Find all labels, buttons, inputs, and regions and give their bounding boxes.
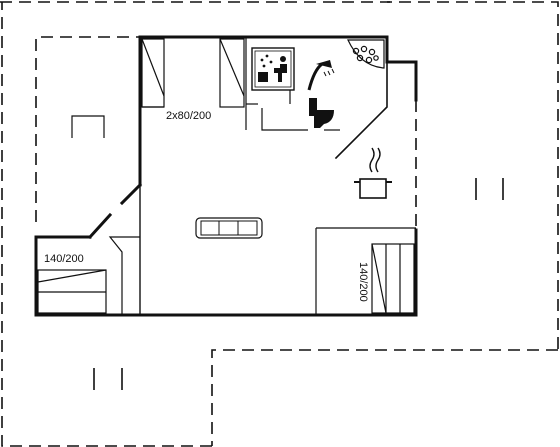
bed-left-label: 140/200 (44, 253, 84, 265)
bunk-bed-left (141, 38, 165, 108)
sauna-icon (251, 47, 295, 91)
cooking-pot-icon (354, 147, 392, 199)
outdoor-marks-right (475, 178, 504, 200)
bed-right-label: 140/200 (357, 262, 369, 302)
bed-right (371, 243, 415, 314)
shower-icon (307, 60, 335, 91)
sofa-icon (195, 217, 263, 239)
whirlpool-icon (347, 39, 385, 69)
bunk-bed-right (219, 38, 245, 108)
outdoor-marks-bottom (93, 368, 123, 390)
table (71, 115, 105, 138)
bed-left (37, 269, 107, 314)
toilet-icon (309, 98, 334, 128)
bunk-bed-label: 2x80/200 (166, 110, 211, 122)
interior-walls (108, 37, 416, 315)
